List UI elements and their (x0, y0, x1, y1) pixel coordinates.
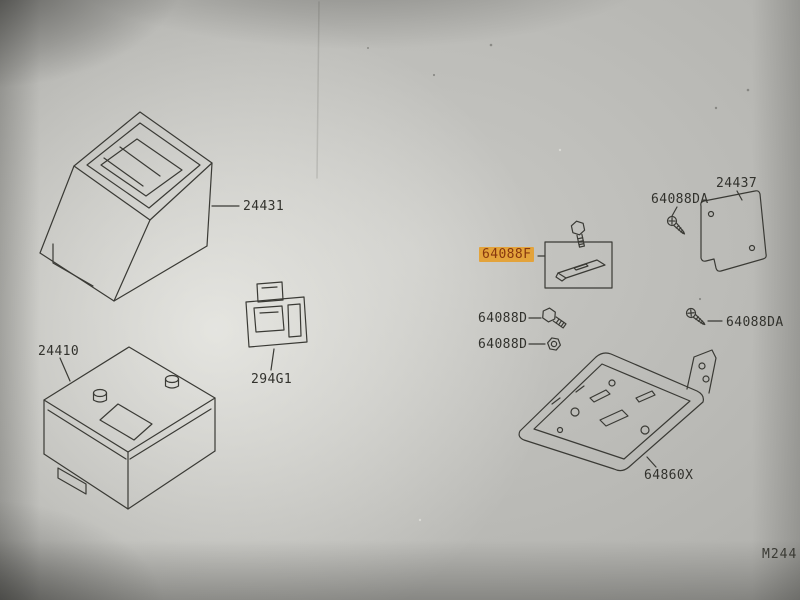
part-label-battery-tray[interactable]: 64860X (644, 468, 694, 483)
leader-line-panel (736, 190, 743, 201)
part-label-battery-cover[interactable]: 24431 (243, 199, 285, 214)
part-label-panel[interactable]: 24437 (716, 176, 758, 191)
part-label-nut[interactable]: 64088D (478, 337, 528, 352)
battery-terminal (92, 388, 108, 403)
leader-line-battery-tray (646, 456, 657, 468)
screw-icon-right (685, 307, 706, 326)
battery-tray-drawing (518, 349, 717, 472)
screw-top-drawing (666, 206, 686, 235)
nut-drawing (528, 337, 562, 351)
screw-right-drawing (685, 307, 723, 326)
part-label-bracket-highlighted[interactable]: 64088F (479, 247, 535, 262)
leader-line-screw-top (671, 206, 678, 217)
part-label-battery[interactable]: 24410 (38, 344, 80, 359)
battery-cover-drawing (39, 111, 240, 302)
panel-drawing (700, 190, 767, 272)
part-label-screw-top[interactable]: 64088DA (651, 192, 709, 207)
bolt-icon (542, 307, 567, 329)
callout-box (544, 241, 613, 289)
bracket-part (555, 259, 606, 282)
screw-icon-top (666, 215, 686, 235)
bracket-callout-drawing (537, 220, 613, 289)
part-label-fuse-block[interactable]: 294G1 (251, 372, 293, 387)
nut-icon (546, 337, 562, 351)
sheet-code: M244 (762, 547, 798, 562)
part-label-bolt[interactable]: 64088D (478, 311, 528, 326)
battery-terminal (164, 374, 180, 389)
fuse-block-drawing (245, 281, 308, 371)
bolt-drawing (528, 307, 567, 329)
battery-drawing (43, 346, 216, 510)
bolt-icon-bracket (570, 220, 586, 248)
leader-line-battery (59, 357, 71, 382)
leader-line-fuse-block (270, 348, 275, 371)
part-label-screw-right[interactable]: 64088DA (726, 315, 784, 330)
screen-artifacts (316, 1, 750, 522)
